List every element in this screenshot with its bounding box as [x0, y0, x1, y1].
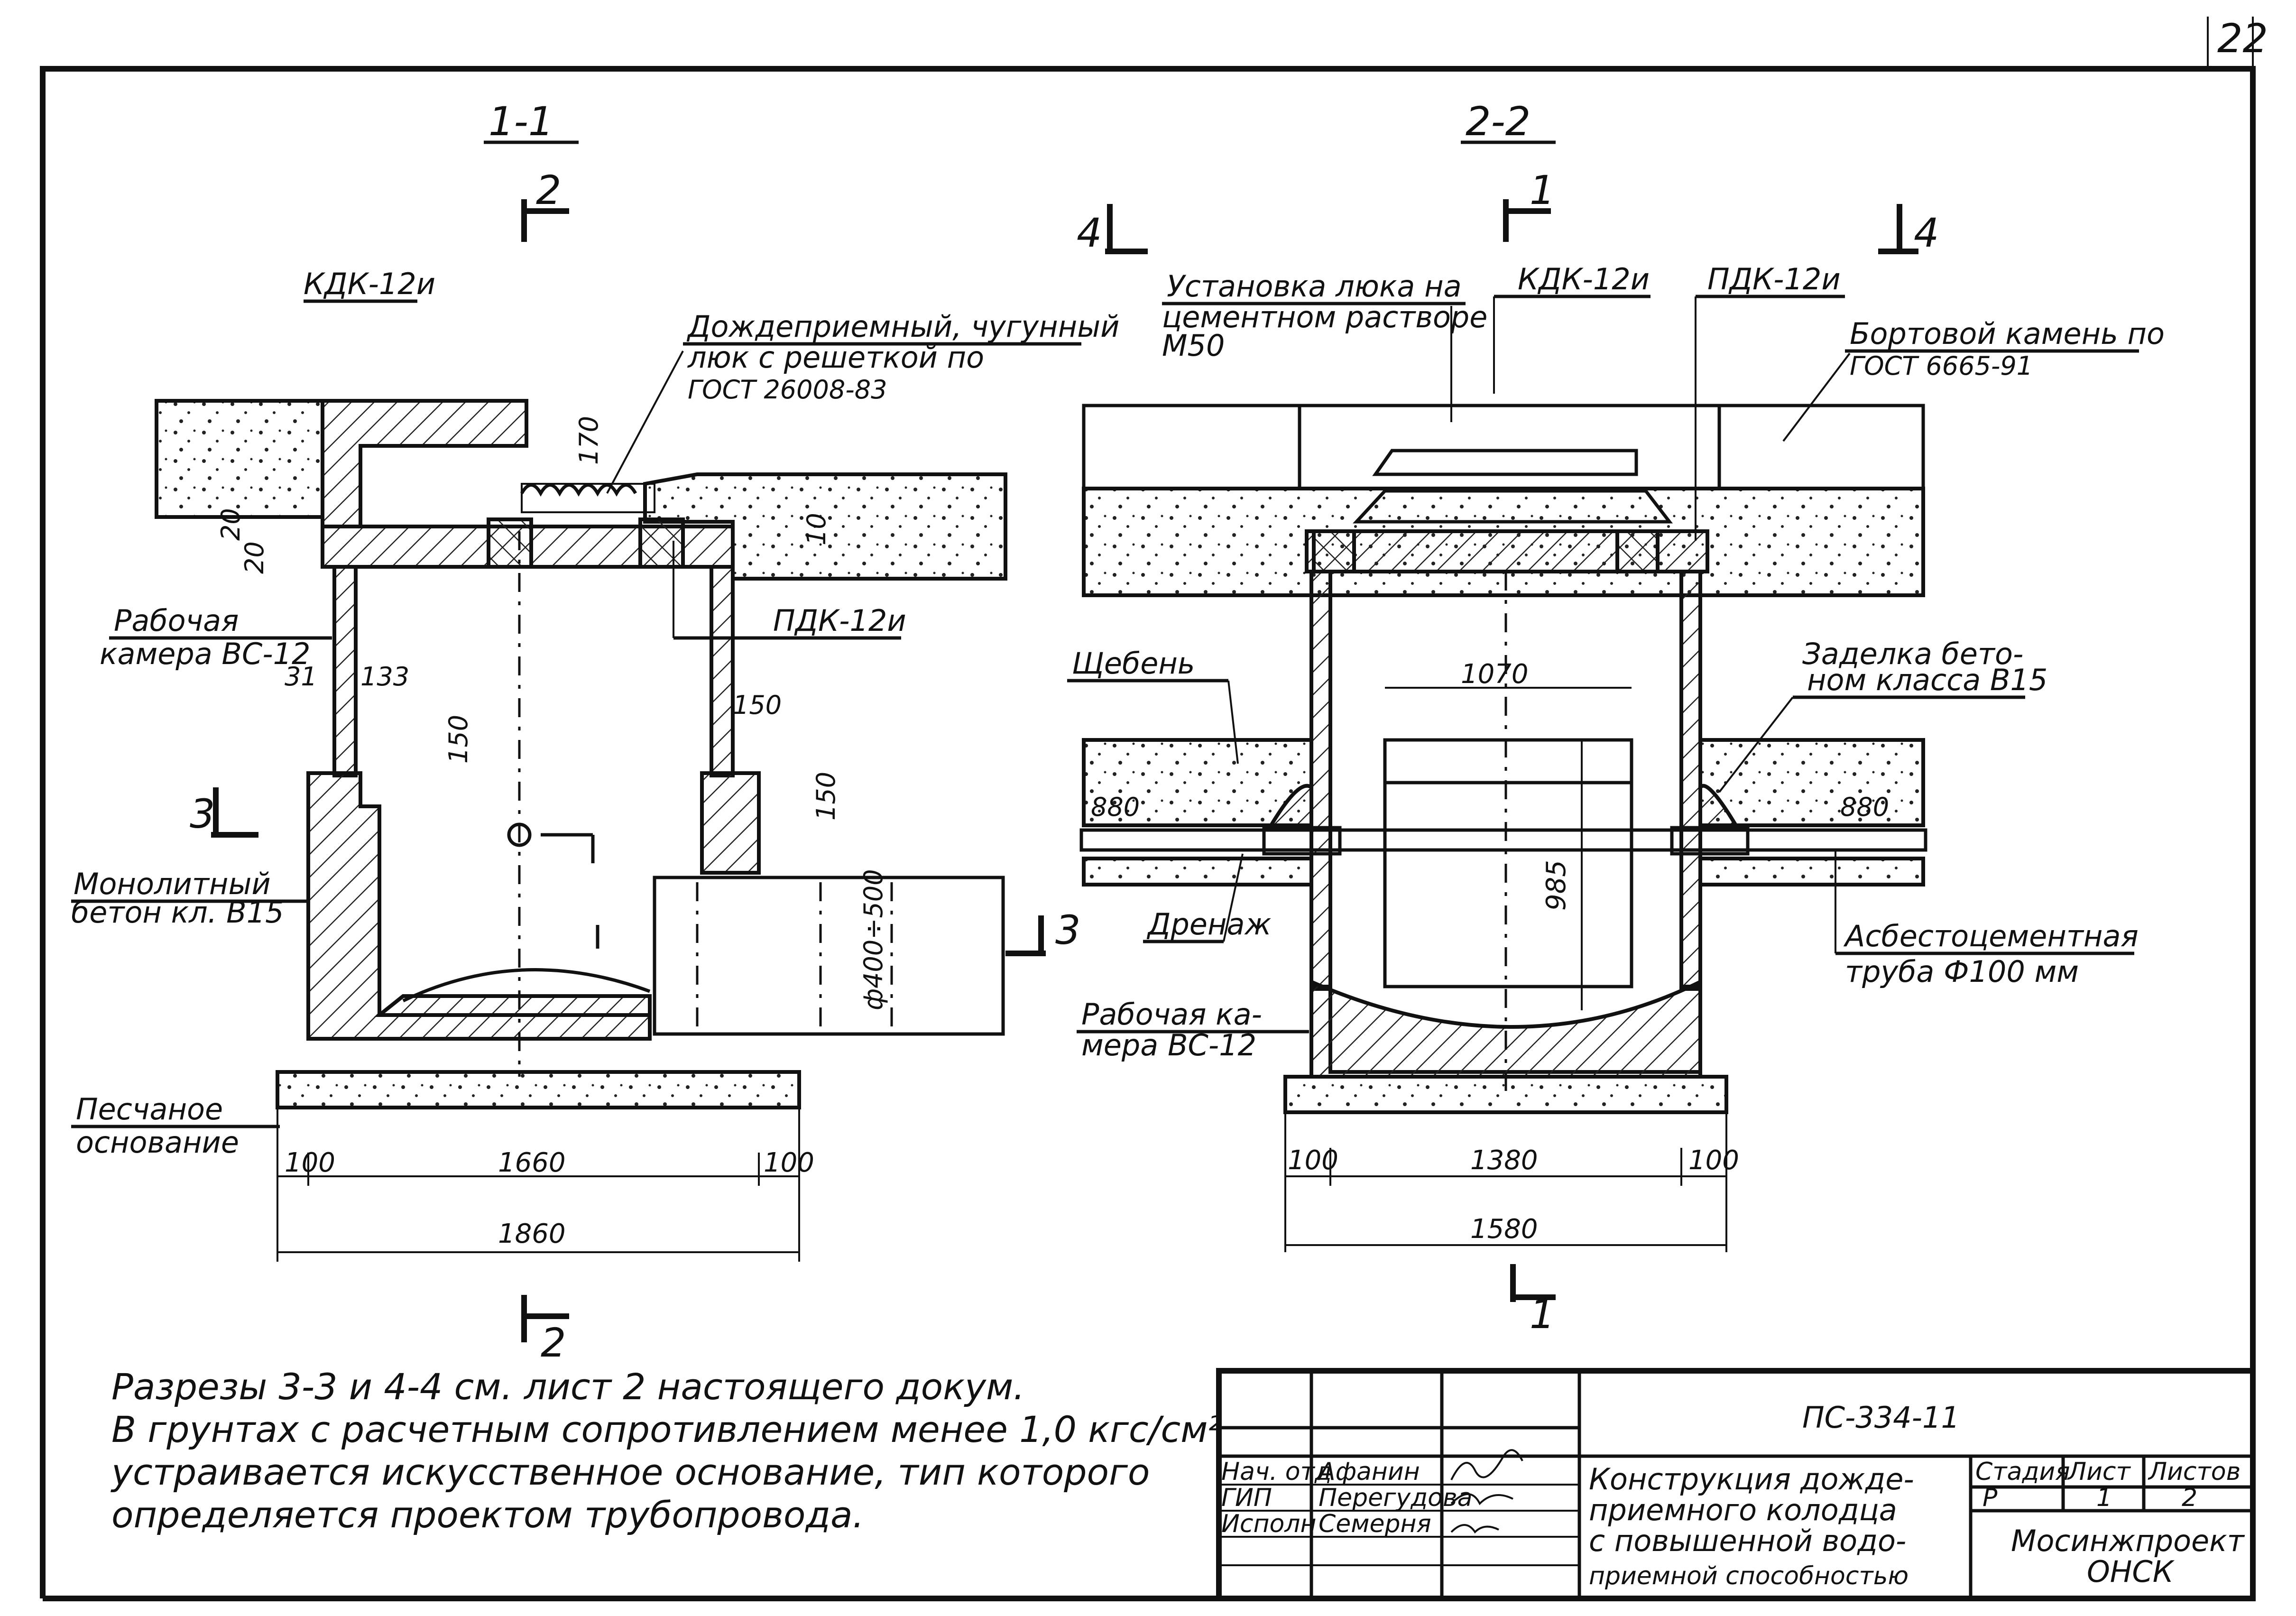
- note-line-1: Разрезы 3-3 и 4-4 см. лист 2 настоящего …: [111, 1366, 1025, 1408]
- dim-1-1-1660: 1660: [498, 1147, 566, 1178]
- tb-title-l2: приемного колодца: [1589, 1493, 1897, 1527]
- tb-name-2: Семерня: [1319, 1510, 1431, 1538]
- mono-label-l1: Монолитный: [74, 867, 271, 901]
- tb-name-1: Перегудова: [1319, 1484, 1472, 1512]
- dim-2-2-100b: 100: [1688, 1145, 1739, 1176]
- tb-title-l3: с повышенной водо-: [1589, 1524, 1906, 1558]
- dim-1-1-100b: 100: [764, 1147, 814, 1178]
- section-2-2-title: 2-2: [1466, 98, 1531, 145]
- dim-1-1-150c: 150: [811, 772, 841, 821]
- asb-label-l1: Асбестоцементная: [1843, 919, 2139, 953]
- dim-1-1-100a: 100: [285, 1147, 335, 1178]
- tb-role-0: Нач. отд: [1221, 1458, 1332, 1486]
- section-1-1-dimensions: 100 1660 100 1860 170 20 20 10 31 133 15…: [216, 416, 888, 1262]
- hatch-label-l3: ГОСТ 26008-83: [688, 375, 887, 405]
- install-label-l3: М50: [1162, 328, 1225, 363]
- curb-label-l1: Бортовой камень по: [1850, 316, 2165, 351]
- note-line-2: В грунтах с расчетным сопротивлением мен…: [111, 1408, 1222, 1450]
- dim-2-2-100a: 100: [1288, 1145, 1338, 1176]
- cut-marker-top: 2: [521, 167, 569, 242]
- cut-marker-bottom-label: 2: [541, 1320, 566, 1366]
- cut-mark-3-right-label: 3: [1055, 907, 1080, 953]
- pdk-label-2: ПДК-12и: [1707, 262, 1841, 296]
- tb-org-l1: Мосинжпроект: [2011, 1524, 2245, 1558]
- cut-marker-top-label: 2: [536, 167, 561, 213]
- dim-1-1-20a: 20: [216, 508, 246, 541]
- cut-mark-3-left: 3: [190, 787, 258, 838]
- section-1-1-title: 1-1: [489, 98, 553, 145]
- kdk-label-1: КДК-12и: [304, 267, 435, 301]
- cut-marker-bottom-2: 1: [1510, 1264, 1556, 1338]
- dim-2-2-985: 985: [1541, 860, 1572, 911]
- chamber-label-2-l2: мера ВС-12: [1081, 1028, 1256, 1062]
- tb-title-l4: приемной способностью: [1589, 1562, 1909, 1590]
- cut-marker-top-2: 1: [1503, 167, 1555, 242]
- hatch-label-l2: люк с решеткой по: [687, 340, 984, 375]
- dim-1-1-150a: 150: [443, 715, 473, 764]
- sand-label-l2: основание: [76, 1125, 239, 1160]
- dim-2-2-1580: 1580: [1470, 1214, 1538, 1245]
- gravel-label: Щебень: [1072, 646, 1195, 681]
- tb-sheets-header: Листов: [2148, 1458, 2241, 1486]
- dim-1-1-170: 170: [574, 416, 604, 465]
- tb-code: ПС-334-11: [1802, 1400, 1960, 1435]
- section-1-1-drawing: 100 1660 100 1860 170 20 20 10 31 133 15…: [71, 267, 1119, 1262]
- dim-2-2-1070: 1070: [1461, 659, 1529, 690]
- dim-1-1-20b: 20: [240, 541, 269, 574]
- sand-label-l1: Песчаное: [76, 1092, 223, 1127]
- chamber-label-1-l2: камера ВС-12: [100, 637, 311, 671]
- seal-label-l1: Заделка бето-: [1802, 637, 2023, 671]
- tb-sheets: 2: [2182, 1484, 2197, 1512]
- cut-marker-4-right-label: 4: [1914, 210, 1939, 256]
- title-block: ПС-334-11 Нач. отд ГИП Исполн Афанин Пер…: [1216, 1368, 2256, 1601]
- pdk-label-1: ПДК-12и: [773, 603, 906, 638]
- cut-marker-4-right: 4: [1878, 204, 1939, 256]
- section-1-1-heading: 1-1 2 2: [484, 98, 579, 1366]
- cut-marker-4-left: 4: [1077, 204, 1148, 256]
- dim-2-2-1380: 1380: [1470, 1145, 1538, 1176]
- tb-stage: Р: [1982, 1484, 1998, 1512]
- install-label-l2: цементном растворе: [1162, 300, 1487, 334]
- install-label-l1: Установка люка на: [1167, 269, 1462, 304]
- section-2-2-heading: 2-2 1 1 4 4: [1077, 98, 1939, 1338]
- dim-1-1-150b: 150: [733, 690, 782, 720]
- drain-label: Дренаж: [1146, 907, 1271, 942]
- cut-marker-4-left-label: 4: [1077, 210, 1102, 256]
- curb-label-l2: ГОСТ 6665-91: [1850, 351, 2033, 381]
- tb-name-0: Афанин: [1317, 1458, 1420, 1486]
- tb-stage-header: Стадия: [1975, 1458, 2070, 1486]
- dim-1-1-31: 31: [285, 662, 317, 692]
- dim-1-1-10: 10: [802, 513, 831, 545]
- dim-2-2-880a: 880: [1091, 792, 1140, 822]
- tb-role-2: Исполн: [1221, 1510, 1317, 1538]
- cut-marker-bottom: 2: [521, 1295, 569, 1366]
- cut-mark-3-left-label: 3: [190, 791, 215, 837]
- kdk-label-2: КДК-12и: [1518, 262, 1650, 296]
- note-line-4: определяется проектом трубопровода.: [111, 1494, 864, 1536]
- section-2-2-dimensions: 100 1380 100 1580 1070 985 880 880: [1091, 659, 1889, 1252]
- general-notes: Разрезы 3-3 и 4-4 см. лист 2 настоящего …: [111, 1366, 1222, 1536]
- cut-mark-3-right: 3: [1005, 907, 1080, 956]
- tb-sheet-header: Лист: [2067, 1458, 2131, 1486]
- section-2-2-drawing: 100 1380 100 1580 1070 985 880 880 Устан…: [1067, 262, 2165, 1252]
- note-line-3: устраивается искусственное основание, ти…: [111, 1451, 1150, 1493]
- signatures: [1450, 1449, 1523, 1534]
- chamber-label-2-l1: Рабочая ка-: [1081, 997, 1262, 1032]
- sheet-number: 22: [2217, 15, 2268, 62]
- chamber-label-1-l1: Рабочая: [114, 603, 239, 638]
- pipe-diameter-label: ф400÷500: [858, 869, 888, 1010]
- cut-marker-top-2-label: 1: [1530, 167, 1555, 213]
- tb-title-l1: Конструкция дожде-: [1589, 1462, 1914, 1496]
- seal-label-l2: ном класса В15: [1807, 663, 2047, 697]
- dim-1-1-133: 133: [360, 662, 409, 692]
- asb-label-l2: труба Ф100 мм: [1845, 954, 2079, 989]
- dim-1-1-1860: 1860: [498, 1219, 566, 1249]
- dim-2-2-880b: 880: [1840, 792, 1889, 822]
- tb-sheet: 1: [2096, 1484, 2112, 1512]
- cut-marker-bottom-2-label: 1: [1530, 1291, 1555, 1338]
- tb-role-1: ГИП: [1221, 1484, 1272, 1512]
- hatch-label-l1: Дождеприемный, чугунный: [686, 309, 1119, 344]
- tb-org-l2: ОНСК: [2087, 1554, 2175, 1589]
